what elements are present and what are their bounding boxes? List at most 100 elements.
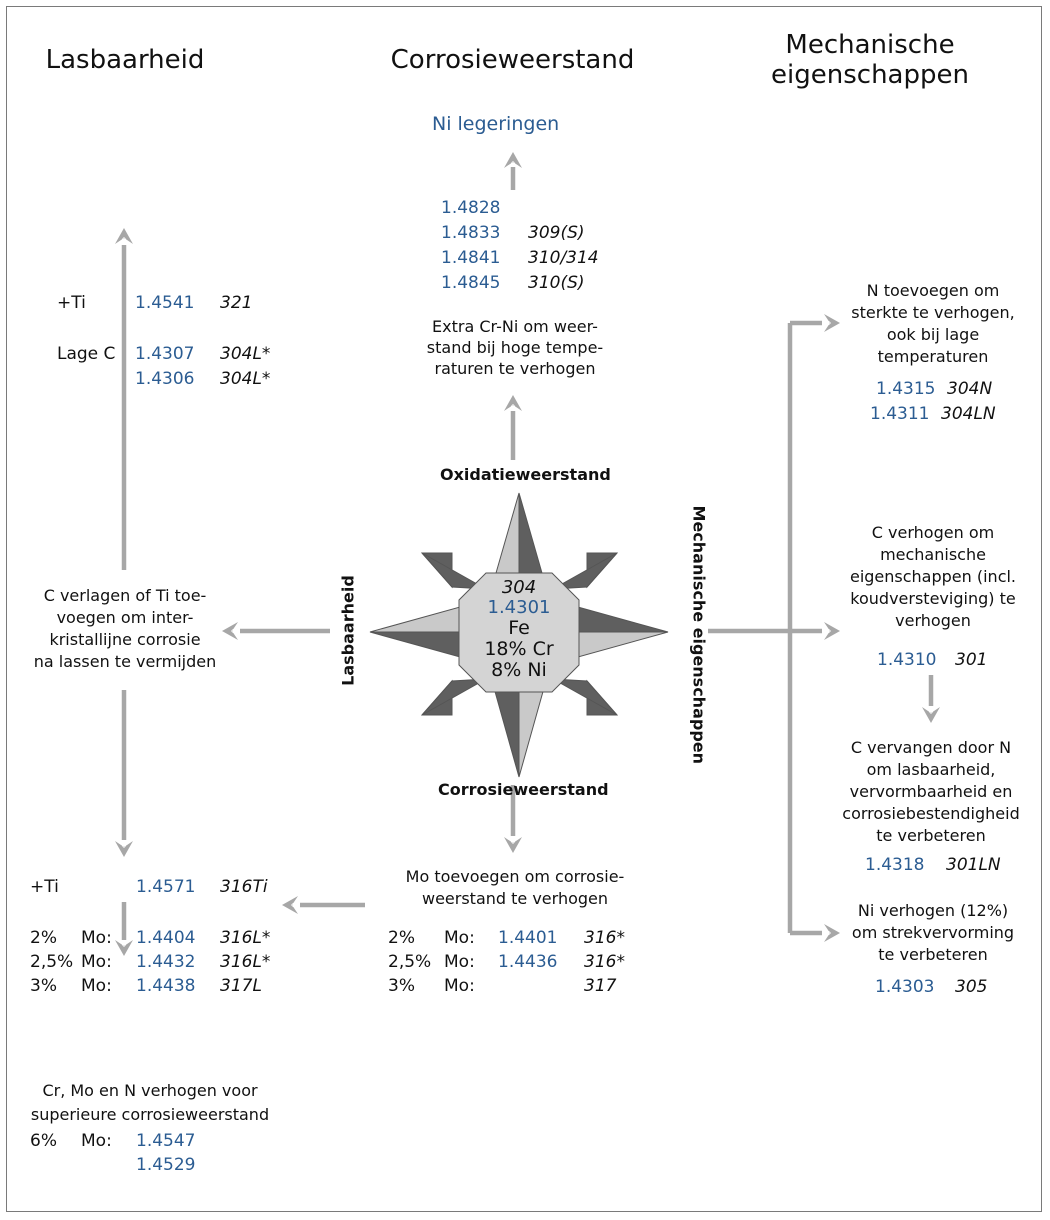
mo-aisi: 316L* [220, 952, 271, 972]
corr-aisi: 317 [584, 976, 617, 996]
compass-label-weldability: Lasbaarheid [338, 575, 358, 686]
mech-ni-en: 1.4303 [875, 977, 935, 997]
oxidation-grade-aisi: 310/314 [528, 248, 599, 268]
weld-lowc-label: Lage C [57, 344, 116, 364]
desc-line: corrosiebestendigheid [842, 804, 1020, 823]
super-mo: Mo: [81, 1131, 112, 1151]
desc-line: om strekvervorming [851, 923, 1015, 942]
mech-cn-aisi: 301LN [946, 855, 1001, 875]
mo-label: Mo: [81, 952, 112, 972]
corrosion-description: Mo toevoegen om corrosie- weerstand te v… [380, 866, 650, 910]
oxidation-grade-en: 1.4828 [441, 198, 501, 218]
desc-line: temperaturen [877, 347, 989, 366]
heading-mechanical-line2: eigenschappen [771, 60, 969, 90]
desc-line: voegen om inter- [56, 608, 194, 627]
weld-ti2-en: 1.4571 [136, 877, 196, 897]
mech-cn-description: C vervangen door N om lasbaarheid, vervo… [826, 737, 1036, 847]
mo-pct: 2% [30, 928, 57, 948]
corr-aisi: 316* [584, 952, 625, 972]
desc-line: mechanische [880, 545, 986, 564]
super-en2: 1.4529 [136, 1155, 196, 1175]
compass-label-mechanical: Mechanische eigenschappen [689, 505, 709, 765]
desc-line: Ni verhogen (12%) [857, 901, 1009, 920]
corr-en: 1.4436 [498, 952, 558, 972]
corr-aisi: 316* [584, 928, 625, 948]
super-en1: 1.4547 [136, 1131, 196, 1151]
weld-lowc-aisi1: 304L* [220, 344, 271, 364]
mo-pct: 2,5% [30, 952, 74, 972]
center-cr: 18% Cr [484, 638, 554, 660]
mo-en: 1.4438 [136, 976, 196, 996]
corr-en: 1.4401 [498, 928, 558, 948]
oxidation-grade-aisi: 310(S) [528, 273, 585, 293]
corr-mo: Mo: [444, 952, 475, 972]
desc-line: ook bij lage [886, 325, 980, 344]
weld-description: C verlagen of Ti toe- voegen om inter- k… [20, 585, 230, 673]
mo-en: 1.4404 [136, 928, 196, 948]
compass-center: 304 1.4301 Fe 18% Cr 8% Ni [459, 578, 579, 681]
weld-lowc-en2: 1.4306 [135, 369, 195, 389]
heading-weldability: Lasbaarheid [45, 45, 205, 75]
center-en: 1.4301 [487, 597, 551, 618]
desc-line: te verbeteren [878, 945, 988, 964]
compass-label-corrosion: Corrosieweerstand [438, 780, 609, 799]
center-fe: Fe [508, 617, 530, 639]
weld-lowc-en1: 1.4307 [135, 344, 195, 364]
desc-line: Mo toevoegen om corrosie- [405, 867, 625, 886]
oxidation-grade-en: 1.4833 [441, 223, 501, 243]
desc-line: Extra Cr-Ni om weer- [432, 317, 598, 336]
weld-ti-aisi: 321 [220, 293, 253, 313]
desc-line: stand bij hoge tempe- [426, 338, 604, 357]
center-ni: 8% Ni [491, 659, 547, 681]
mech-n-en1: 1.4315 [876, 379, 936, 399]
corr-mo: Mo: [444, 976, 475, 996]
mo-aisi: 316L* [220, 928, 271, 948]
diagram-frame [6, 6, 1042, 1212]
corr-pct: 2,5% [388, 952, 432, 972]
desc-line: raturen te verhogen [434, 359, 596, 378]
desc-line: sterkte te verhogen, [851, 303, 1015, 322]
mech-c-description: C verhogen om mechanische eigenschappen … [838, 522, 1028, 632]
oxidation-grade-en: 1.4841 [441, 248, 501, 268]
desc-line: C verlagen of Ti toe- [43, 586, 207, 605]
desc-line: koudversteviging) te [850, 589, 1016, 608]
corr-pct: 2% [388, 928, 415, 948]
heading-mechanical-line1: Mechanische [785, 30, 955, 60]
mo-label: Mo: [81, 976, 112, 996]
desc-line: te verbeteren [876, 826, 986, 845]
heading-corrosion: Corrosieweerstand [390, 45, 635, 75]
desc-line: na lassen te vermijden [33, 652, 217, 671]
weld-ti-label: +Ti [57, 293, 86, 313]
oxidation-description: Extra Cr-Ni om weer- stand bij hoge temp… [410, 316, 620, 379]
weld-ti2-aisi: 316Ti [220, 877, 268, 897]
corr-pct: 3% [388, 976, 415, 996]
weld-ti-en: 1.4541 [135, 293, 195, 313]
desc-line: weerstand te verhogen [421, 889, 609, 908]
arrow-lines [121, 167, 934, 940]
super-description: Cr, Mo en N verhogen voor superieure cor… [20, 1079, 280, 1127]
desc-line: eigenschappen (incl. [849, 567, 1017, 586]
desc-line: kristallijne corrosie [49, 630, 201, 649]
mech-ni-aisi: 305 [955, 977, 988, 997]
oxidation-grade-aisi: 309(S) [528, 223, 585, 243]
desc-line: verhogen [895, 611, 971, 630]
desc-line: vervormbaarheid en [849, 782, 1013, 801]
oxidation-grade-en: 1.4845 [441, 273, 501, 293]
weld-ti2-label: +Ti [30, 877, 59, 897]
mo-aisi: 317L [220, 976, 262, 996]
mech-ni-description: Ni verhogen (12%) om strekvervorming te … [838, 900, 1028, 966]
mech-c-en: 1.4310 [877, 650, 937, 670]
desc-line: om lasbaarheid, [866, 760, 996, 779]
ni-alloys: Ni legeringen [432, 113, 560, 135]
desc-line: superieure corrosieweerstand [30, 1105, 270, 1124]
compass-star [369, 492, 669, 778]
desc-line: N toevoegen om [866, 281, 1000, 300]
desc-line: C vervangen door N [850, 738, 1012, 757]
mech-n-aisi2: 304LN [941, 404, 996, 424]
mo-pct: 3% [30, 976, 57, 996]
mech-n-description: N toevoegen om sterkte te verhogen, ook … [838, 280, 1028, 368]
weld-lowc-aisi2: 304L* [220, 369, 271, 389]
desc-line: Cr, Mo en N verhogen voor [42, 1081, 258, 1100]
mo-label: Mo: [81, 928, 112, 948]
corr-mo: Mo: [444, 928, 475, 948]
